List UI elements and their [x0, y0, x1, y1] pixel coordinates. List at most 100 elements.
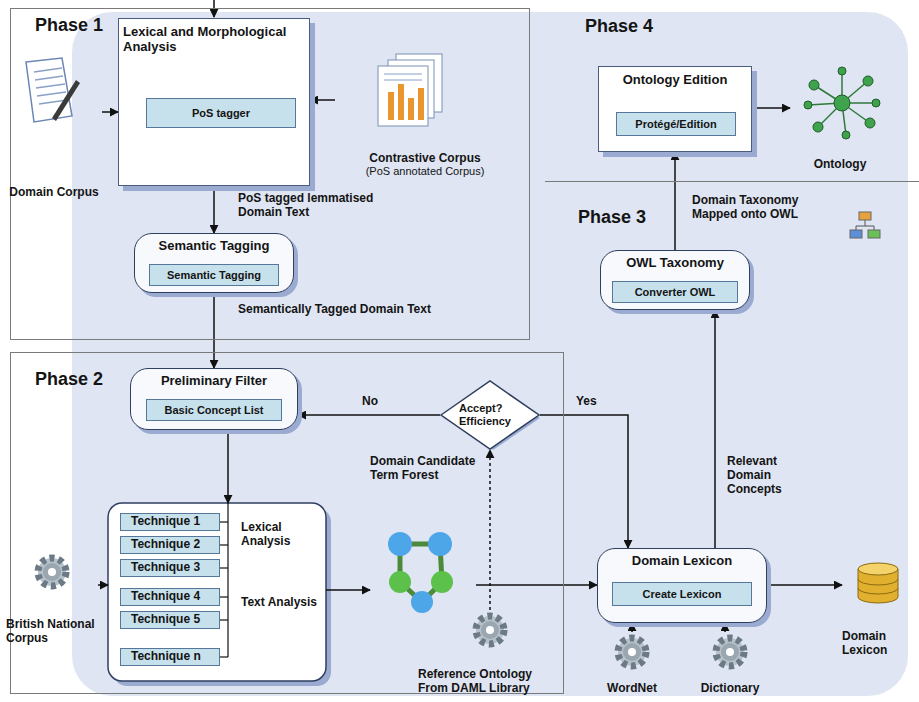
database-icon [858, 563, 898, 575]
database-icon [858, 579, 898, 594]
technique-label: Technique 1 [131, 515, 209, 529]
document-icon [26, 58, 80, 122]
corpus-icon [388, 92, 394, 120]
technique-panel [220, 656, 228, 657]
process-ground [72, 12, 908, 696]
technique-label: Technique 5 [131, 613, 209, 627]
flow-arrow [298, 414, 440, 416]
technique-panel [220, 503, 228, 657]
ontology-icon [863, 76, 873, 86]
tool-label: Create Lexicon [639, 588, 726, 601]
technique-panel [220, 521, 228, 522]
ontology-icon [809, 80, 819, 90]
tool-label: Basic Concept List [160, 404, 267, 417]
corpus-icon [384, 80, 422, 81]
taxonomy-icon [850, 230, 862, 238]
process-pill: Domain LexiconCreate Lexicon [597, 548, 767, 623]
document-icon [52, 80, 80, 121]
decision-diamond: Accept? Efficiency [440, 380, 540, 450]
ontology-icon [813, 122, 823, 132]
resource-label: Domain Lexicon [842, 630, 914, 658]
ontology-icon [834, 95, 850, 111]
technique-panel [220, 619, 228, 620]
resource-icon: Domain Corpus [6, 50, 102, 202]
flow-arrow [752, 107, 790, 109]
resource-icon: Domain Candidate Term Forest [370, 455, 476, 623]
corpus-icon [418, 88, 424, 120]
phase-title: Phase 3 [578, 207, 646, 228]
process-box: Ontology EditionProtégé/Edition [598, 66, 752, 152]
technique-label: Technique 4 [131, 590, 209, 604]
phase-title: Phase 1 [35, 15, 103, 36]
process-title: Lexical and Morphological Analysis [119, 25, 309, 55]
technique-panel: Lexical AnalysisText Analysis Technique 1… [108, 503, 326, 681]
analysis-label: Lexical Analysis [241, 521, 319, 549]
corpus-icon [388, 84, 424, 120]
technique-label: Technique 2 [131, 538, 209, 552]
reference-arrow [489, 450, 491, 610]
technique-bar: Technique n [120, 648, 220, 666]
edge-label: Relevant Domain Concepts [725, 455, 809, 496]
process-title: OWL Taxonomy [622, 256, 728, 271]
analysis-label: Text Analysis [241, 596, 319, 610]
process-title: Ontology Edition [619, 73, 732, 88]
database-icon [858, 563, 898, 603]
taxonomy-icon [859, 212, 871, 220]
edge-label: Semantically Tagged Domain Text [236, 303, 500, 317]
flow-arrow [631, 623, 633, 632]
technique-panel [227, 503, 228, 657]
resource-label: Domain Candidate Term Forest [370, 455, 476, 483]
gear-icon [476, 616, 504, 644]
resource-label: British National Corpus [6, 618, 98, 646]
process-pill: OWL TaxonomyConverter OWL [600, 250, 750, 310]
ontology-icon [842, 131, 850, 139]
process-title: Semantic Tagging [155, 239, 274, 254]
ontology-icon [808, 71, 876, 135]
process-pill: Semantic TaggingSemantic Tagging [134, 233, 294, 293]
technique-panel [220, 596, 228, 597]
ontology-icon [838, 67, 846, 75]
ontology-icon [804, 101, 812, 109]
tool-bar: Create Lexicon [612, 582, 752, 606]
document-icon [26, 58, 72, 122]
flow-arrow [724, 623, 726, 632]
technique-panel [108, 503, 326, 681]
flow-arrow [310, 99, 335, 101]
flow-arrow [98, 584, 108, 586]
phase-region: Phase 1 Lexical and Morphological Analysi… [10, 8, 530, 340]
technique-bar: Technique 1 [120, 513, 220, 531]
corpus-icon [398, 84, 404, 120]
process-title: Preliminary Filter [157, 374, 271, 389]
flow-arrow [213, 186, 215, 233]
tool-bar: PoS tagger [146, 98, 296, 128]
resource-label: (PoS annotated Corpus) [366, 165, 485, 178]
phase-region: Phase 3 OWL TaxonomyConverter OWL Domain L… [566, 183, 919, 700]
resource-icon: Reference Ontology From DAML Library [418, 610, 562, 698]
gear-icon [618, 638, 646, 666]
resource-icon: British National Corpus [6, 548, 98, 648]
flow-arrow [326, 589, 370, 591]
phase-title: Phase 2 [35, 369, 103, 390]
ontology-icon [865, 118, 875, 128]
resource-label: Reference Ontology From DAML Library [418, 668, 562, 696]
edge-label: Domain Taxonomy Mapped onto OWL [690, 194, 844, 222]
resource-icon: Domain Lexicon [842, 560, 914, 660]
gear-icon [716, 638, 744, 666]
resource-label: Dictionary [701, 682, 760, 696]
resource-label: Ontology [814, 158, 867, 172]
resource-icon: Dictionary [690, 632, 770, 698]
flow-arrow [476, 584, 597, 586]
flow-arrow [213, 293, 215, 368]
molecule-icon [428, 532, 452, 556]
molecule-icon [389, 571, 411, 593]
corpus-icon [378, 66, 428, 126]
ontology-icon [804, 67, 880, 139]
tool-bar: Semantic Tagging [149, 264, 279, 286]
technique-panel [220, 567, 228, 568]
flow-arrow [227, 430, 229, 503]
technique-bar: Technique 2 [120, 536, 220, 554]
molecule-icon [388, 532, 453, 613]
technique-bar: Technique 5 [120, 611, 220, 629]
molecule-icon [388, 532, 412, 556]
technique-panel [220, 544, 228, 545]
